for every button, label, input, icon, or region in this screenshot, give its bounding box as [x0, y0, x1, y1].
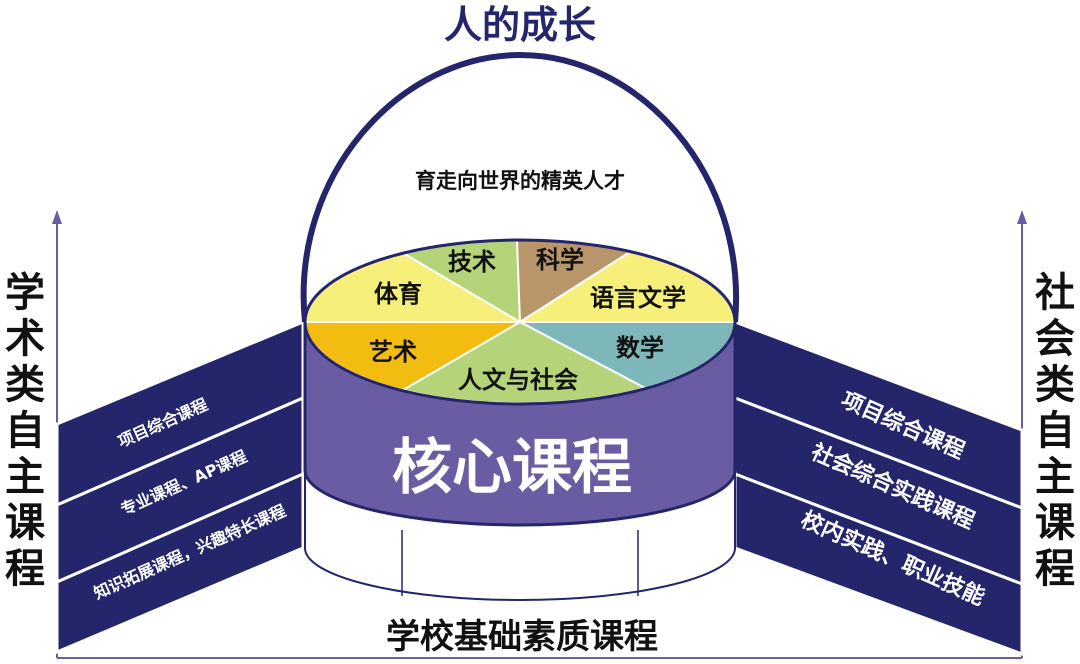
left-category-label: 学术类自主课程: [5, 270, 45, 592]
goal-label: 育走向世界的精英人才: [415, 169, 625, 193]
left-wing: 项目综合课程 专业课程、AP课程 知识拓展课程，兴趣特长课程: [55, 319, 305, 655]
segment-label-humanities: 人文与社会: [458, 366, 578, 394]
left-panel-3: [55, 471, 305, 655]
right-category-label: 社会类自主课程: [1035, 270, 1075, 592]
segment-label-arts: 艺术: [369, 338, 417, 366]
segment-label-sports: 体育: [374, 280, 422, 308]
dome-arc: [300, 51, 740, 323]
left-axis-arrow: [52, 210, 62, 224]
base-label: 学校基础素质课程: [386, 617, 658, 657]
core-label: 核心课程: [392, 433, 632, 503]
right-wing: 项目综合课程 社会综合实践课程 校内实践、职业技能: [733, 319, 1024, 657]
pie-outline: [303, 238, 737, 406]
segment-label-technology: 技术: [448, 248, 496, 276]
title: 人的成长: [444, 3, 596, 47]
segment-label-math: 数学: [616, 334, 664, 362]
core-pie: [303, 238, 737, 406]
segment-label-science: 科学: [536, 246, 584, 274]
right-axis-arrow: [1017, 210, 1027, 224]
segment-label-language: 语言文学: [590, 284, 686, 312]
